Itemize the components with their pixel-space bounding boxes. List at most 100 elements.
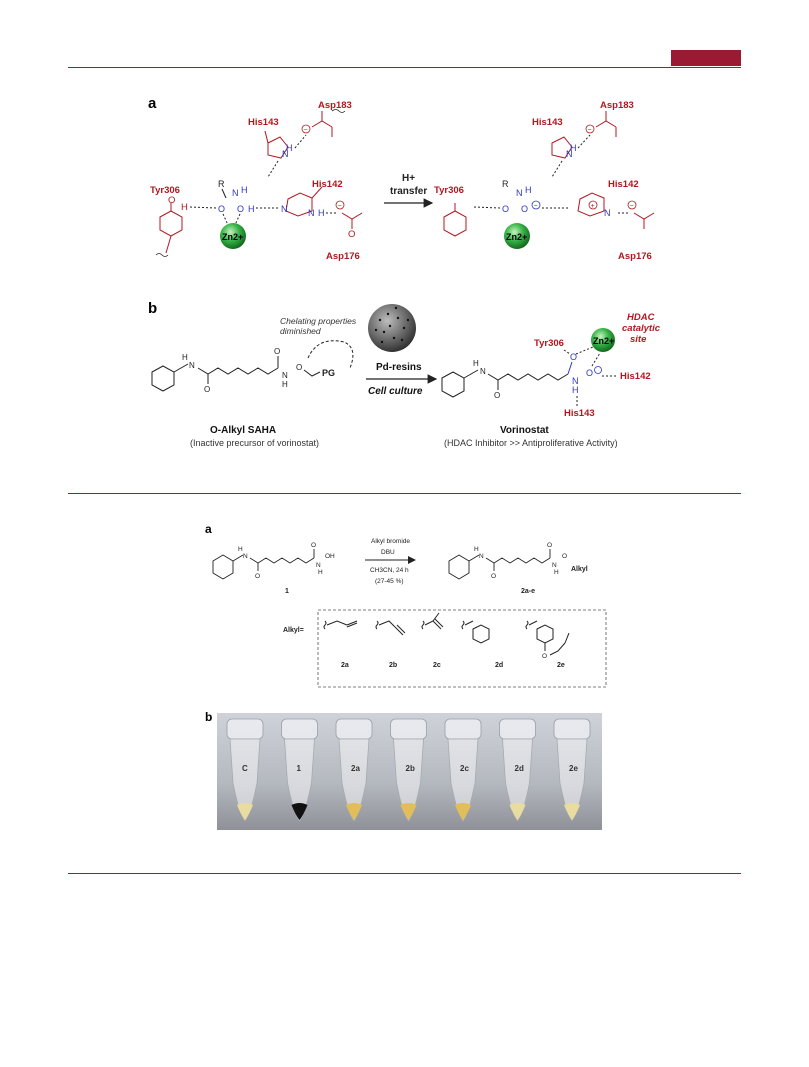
- tube-contents: [455, 803, 471, 820]
- tube-contents: [346, 803, 362, 820]
- pg-label: PG: [322, 368, 335, 378]
- tube-contents: [509, 803, 526, 820]
- svg-text:N: N: [566, 149, 573, 159]
- svg-text:N: N: [232, 188, 239, 198]
- chelating-note-1: Chelating properties: [280, 316, 357, 326]
- arrow-bottom-label: transfer: [390, 186, 427, 197]
- arrow-top-label: H+: [402, 173, 415, 184]
- tube-label: 2c: [460, 764, 469, 773]
- svg-text:O: O: [348, 229, 355, 240]
- compound-2d: 2d: [495, 662, 503, 669]
- svg-text:−: −: [534, 203, 538, 210]
- tyr306-label-right: Tyr306: [434, 185, 464, 196]
- svg-text:H: H: [282, 380, 288, 389]
- svg-text:H: H: [474, 546, 479, 553]
- hdac-label-3: site: [630, 334, 647, 345]
- start-compound-label: 1: [285, 588, 289, 595]
- svg-text:O: O: [296, 363, 302, 372]
- left-compound-desc: (Inactive precursor of vorinostat): [190, 438, 319, 448]
- svg-text:N: N: [281, 204, 288, 214]
- hdac-label-2: catalytic: [622, 323, 661, 334]
- his143-label: His143: [248, 117, 279, 128]
- asp183-label: Asp183: [318, 100, 352, 111]
- svg-text:H: H: [181, 202, 188, 213]
- svg-text:H: H: [241, 185, 248, 195]
- svg-text:H: H: [238, 546, 243, 553]
- tube: 2c: [444, 718, 482, 822]
- tube-contents: [291, 803, 308, 820]
- tube: 1: [281, 718, 318, 822]
- svg-text:O: O: [570, 352, 577, 362]
- svg-text:R: R: [502, 179, 509, 189]
- tube-contents: [237, 803, 253, 820]
- fig1-panel-a-label: a: [148, 95, 157, 112]
- product-compound-label: 2a-e: [521, 588, 535, 595]
- tube-label: 2e: [569, 764, 578, 773]
- svg-text:N: N: [480, 367, 486, 376]
- svg-text:H: H: [248, 204, 255, 214]
- tube-label: 2a: [351, 764, 360, 773]
- svg-text:H: H: [572, 385, 579, 395]
- svg-text:H: H: [318, 208, 325, 218]
- zinc-label-b: Zn2+: [593, 336, 614, 346]
- his142-label: His142: [312, 179, 343, 190]
- svg-text:O: O: [547, 542, 552, 549]
- tube: 2d: [499, 718, 536, 822]
- tube-label: 2b: [406, 764, 415, 773]
- svg-text:O: O: [494, 391, 500, 400]
- fig2-panel-a-scheme: HN O O NH OH 1 Alkyl bromide DBU CH3CN, …: [212, 538, 607, 688]
- tube-contents: [400, 803, 417, 820]
- svg-text:N: N: [572, 376, 579, 386]
- fig1-panel-b-label: b: [148, 300, 158, 317]
- svg-text:−: −: [630, 203, 634, 210]
- his142-label-right: His142: [608, 179, 639, 190]
- svg-text:H: H: [554, 569, 559, 576]
- svg-text:H: H: [473, 359, 479, 368]
- asp176-label: Asp176: [326, 251, 360, 262]
- svg-text:H: H: [286, 143, 293, 153]
- reagent-cell-culture: Cell culture: [368, 386, 423, 397]
- svg-text:N: N: [516, 188, 523, 198]
- tube: 2e: [553, 718, 591, 822]
- svg-text:O: O: [168, 195, 175, 206]
- reagent-solvent: CH3CN, 24 h: [370, 567, 409, 574]
- tube: 2a: [335, 718, 373, 822]
- reagent-dbu: DBU: [381, 549, 395, 556]
- compound-2e: 2e: [557, 662, 565, 669]
- tube-contents: [564, 803, 580, 820]
- svg-text:−: −: [304, 127, 308, 134]
- reagent-pd-resins: Pd-resins: [376, 362, 422, 373]
- fig2-panel-b-label: b: [205, 710, 213, 724]
- svg-text:−: −: [338, 203, 342, 210]
- svg-text:R: R: [218, 179, 225, 189]
- svg-text:N: N: [243, 553, 248, 560]
- asp183-label-right: Asp183: [600, 100, 634, 111]
- compound-2b: 2b: [389, 662, 397, 669]
- svg-text:O: O: [521, 204, 528, 214]
- svg-text:O: O: [586, 368, 593, 378]
- chelating-note-2: diminished: [280, 326, 321, 336]
- svg-text:N: N: [316, 562, 321, 569]
- right-compound-desc: (HDAC Inhibitor >> Antiproliferative Act…: [444, 438, 618, 448]
- fig1-panel-a-scheme: Asp183 His143 His142 Tyr306 Asp176 − N H…: [150, 100, 655, 262]
- product-alkyl-label: Alkyl: [571, 566, 588, 573]
- tyr306-label: Tyr306: [150, 185, 180, 196]
- tyr306-label-b: Tyr306: [534, 338, 564, 349]
- svg-text:O: O: [218, 204, 225, 214]
- svg-text:−: −: [588, 127, 592, 134]
- svg-text:O: O: [491, 573, 496, 580]
- svg-text:H: H: [182, 353, 188, 362]
- figure-divider-rule: [68, 493, 741, 494]
- svg-text:O: O: [311, 542, 316, 549]
- svg-text:N: N: [282, 149, 289, 159]
- svg-text:N: N: [604, 208, 611, 218]
- svg-text:H: H: [318, 569, 323, 576]
- left-compound-name: O-Alkyl SAHA: [210, 425, 276, 436]
- zinc-label-left: Zn2+: [222, 232, 243, 242]
- tube: C: [226, 718, 264, 822]
- hdac-label-1: HDAC: [627, 312, 655, 323]
- oh-label: OH: [325, 553, 335, 560]
- svg-text:N: N: [308, 208, 315, 218]
- svg-text:H: H: [525, 185, 532, 195]
- reagent-alkyl-bromide: Alkyl bromide: [371, 538, 410, 545]
